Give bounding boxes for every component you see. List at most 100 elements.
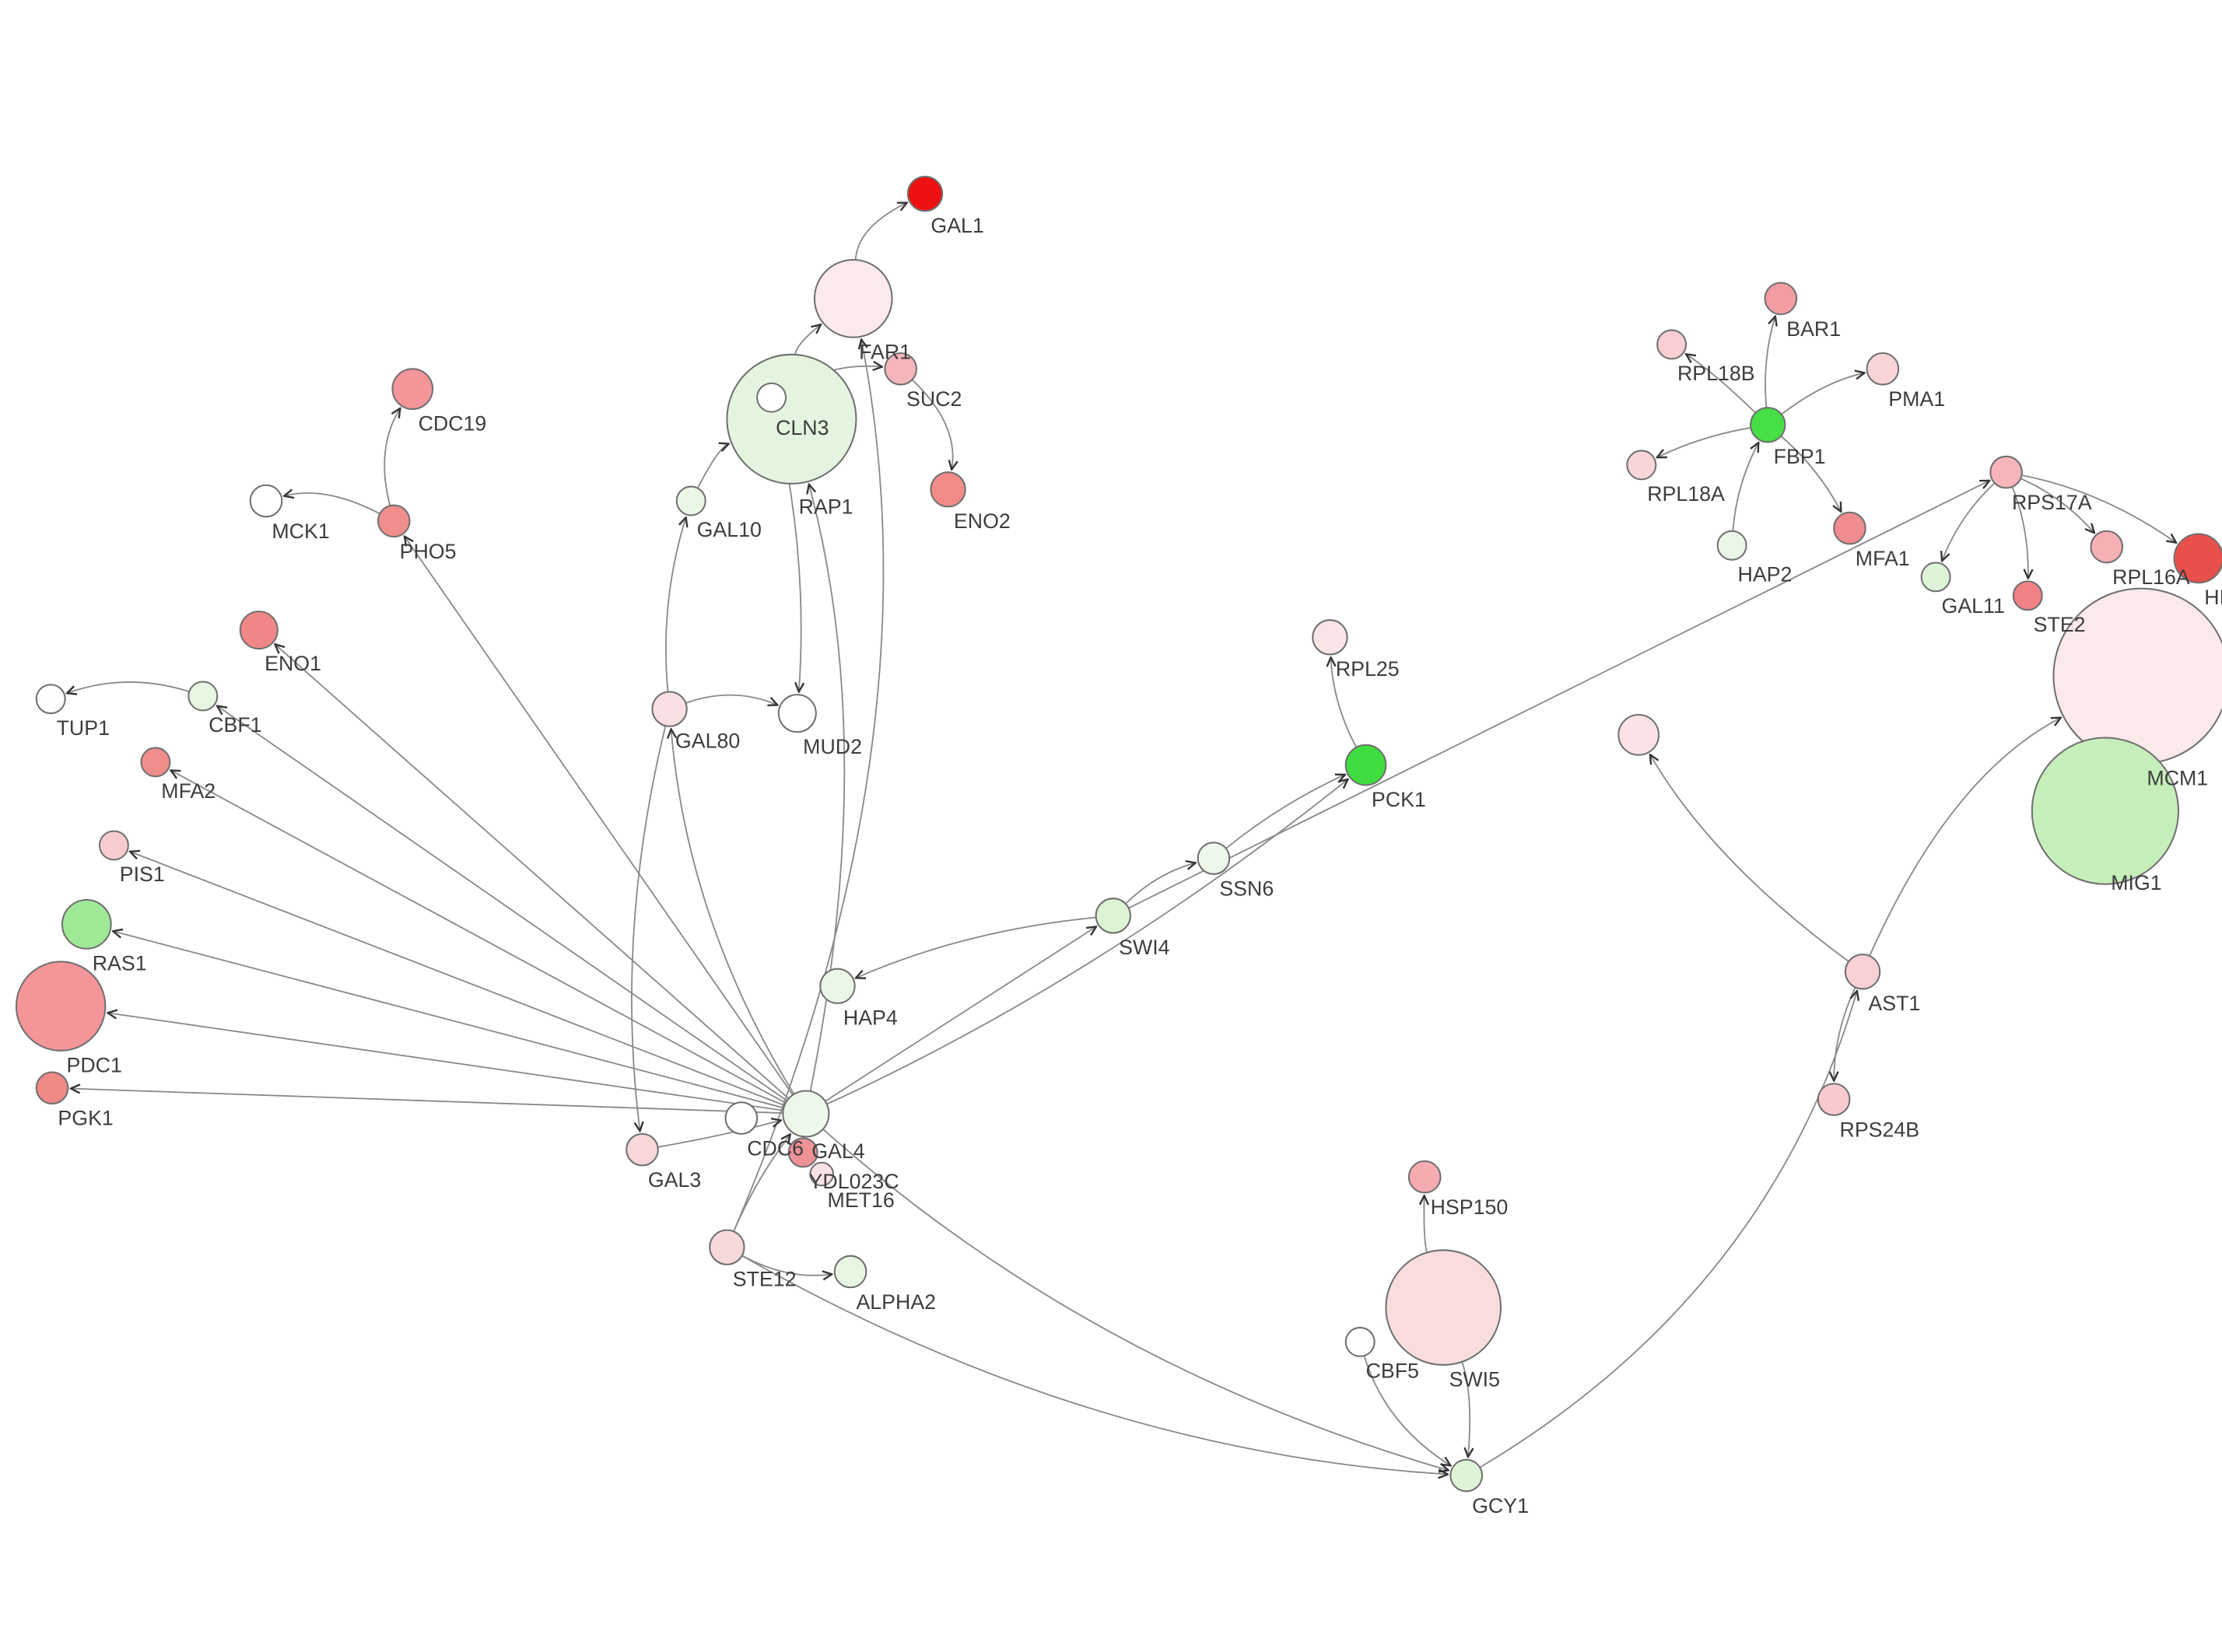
node-mud2[interactable] [777, 694, 817, 733]
node-swi4[interactable] [1095, 898, 1131, 934]
node-ast1[interactable] [1844, 954, 1881, 990]
node-suc2[interactable] [884, 352, 917, 386]
edge-ste12-gal4[interactable] [733, 1134, 790, 1232]
edge-gal3-gal4[interactable] [657, 1120, 780, 1148]
edge-fbp1-rpl18b[interactable] [1686, 354, 1757, 414]
edge-gal80-mud2[interactable] [685, 694, 777, 705]
edge-gal10-cln3[interactable] [696, 444, 729, 489]
node-hap4[interactable] [819, 968, 856, 1004]
node-unnamed[interactable] [1617, 713, 1660, 756]
node-cdc6[interactable] [724, 1101, 759, 1135]
node-pdc1[interactable] [15, 961, 107, 1052]
edge-gal4-pis1[interactable] [130, 852, 785, 1107]
edge-ast1-rps24b[interactable] [1834, 987, 1856, 1080]
edge-gal4-pdc1[interactable] [107, 1013, 783, 1111]
edge-ast1-mcm1[interactable] [1869, 718, 2061, 957]
node-his4[interactable] [2173, 533, 2222, 584]
edge-ste12-gcy1[interactable] [741, 1255, 1448, 1474]
edge-swi5-hsp150[interactable] [1424, 1195, 1427, 1253]
node-pho5[interactable] [377, 504, 411, 538]
node-gal10[interactable] [675, 485, 706, 516]
node-cbf1[interactable] [188, 681, 219, 712]
node-ydl023c[interactable] [787, 1137, 818, 1168]
edge-cbf5-gcy1[interactable] [1363, 1355, 1451, 1465]
edge-fbp1-mfa1[interactable] [1780, 435, 1841, 512]
node-swi5[interactable] [1385, 1249, 1502, 1366]
node-cln3[interactable] [726, 353, 857, 485]
edge-rps17a-ste2[interactable] [2011, 486, 2028, 579]
node-pis1[interactable] [98, 830, 129, 861]
node-eno2[interactable] [930, 471, 966, 508]
node-rps24b[interactable] [1817, 1083, 1851, 1116]
node-eno1[interactable] [239, 611, 279, 650]
edge-gal4-eno1[interactable] [275, 644, 790, 1100]
edge-pho5-cdc19[interactable] [384, 408, 400, 506]
edge-gal80-gal10[interactable] [664, 517, 686, 692]
node-cdc19[interactable] [391, 368, 434, 410]
node-gal3[interactable] [626, 1132, 659, 1167]
node-far1[interactable] [813, 258, 893, 338]
edge-suc2-eno2[interactable] [911, 379, 952, 470]
edge-rps17a-his4[interactable] [2021, 474, 2177, 543]
edge-gal4-pgk1[interactable] [71, 1089, 783, 1114]
node-rpl16a[interactable] [2090, 530, 2124, 564]
edge-ssn6-pck1[interactable] [1225, 775, 1345, 849]
node-gal80[interactable] [651, 691, 688, 727]
edge-gal4-pck1[interactable] [826, 779, 1348, 1105]
edge-gal4-swi4[interactable] [825, 926, 1096, 1102]
node-pgk1[interactable] [35, 1071, 69, 1105]
node-alpha2[interactable] [833, 1255, 867, 1289]
node-ste12[interactable] [709, 1229, 745, 1265]
edge-far1-gal1[interactable] [854, 203, 907, 261]
edge-swi4-rps17a[interactable] [1128, 481, 1989, 909]
edge-hap2-fbp1[interactable] [1732, 443, 1758, 531]
edge-swi4-hap4[interactable] [856, 916, 1096, 978]
node-ras1[interactable] [61, 899, 112, 950]
edge-pck1-rpl25[interactable] [1331, 657, 1358, 748]
edge-gal4-gal80[interactable] [671, 729, 795, 1095]
edge-gal4-ras1[interactable] [113, 931, 784, 1109]
edge-cln3-far1[interactable] [794, 324, 821, 355]
edge-fbp1-pma1[interactable] [1781, 373, 1865, 415]
node-tup1[interactable] [35, 684, 66, 715]
edge-gal4-mfa2[interactable] [170, 770, 787, 1104]
edge-gal4-gcy1[interactable] [822, 1129, 1449, 1471]
node-gal4[interactable] [782, 1090, 830, 1138]
node-gal1[interactable] [906, 175, 944, 212]
node-pma1[interactable] [1866, 352, 1900, 386]
node-met16[interactable] [809, 1161, 834, 1187]
edge-gal80-gal3[interactable] [631, 725, 667, 1131]
edge-cbf1-tup1[interactable] [67, 681, 190, 693]
node-rps17a[interactable] [1989, 455, 2023, 489]
node-rap1[interactable] [756, 382, 787, 413]
edge-rps17a-gal11[interactable] [1942, 482, 1996, 561]
edge-pho5-mck1[interactable] [284, 493, 380, 515]
node-mfa1[interactable] [1833, 511, 1866, 545]
edge-ste12-alpha2[interactable] [741, 1255, 832, 1276]
node-ssn6[interactable] [1197, 842, 1231, 875]
edge-gcy1-ast1[interactable] [1479, 991, 1857, 1468]
node-gal11[interactable] [1920, 562, 1951, 593]
node-rpl18a[interactable] [1626, 450, 1657, 481]
node-pck1[interactable] [1344, 744, 1387, 786]
node-fbp1[interactable] [1750, 407, 1786, 443]
node-hsp150[interactable] [1407, 1160, 1442, 1194]
node-bar1[interactable] [1764, 282, 1798, 316]
node-cbf5[interactable] [1344, 1326, 1376, 1357]
node-rpl18b[interactable] [1656, 329, 1688, 360]
edge-ast1-unnamed[interactable] [1650, 754, 1849, 962]
edge-gal4-cbf1[interactable] [217, 706, 788, 1101]
node-rpl25[interactable] [1312, 619, 1348, 656]
edge-fbp1-bar1[interactable] [1765, 317, 1775, 408]
node-mfa2[interactable] [140, 747, 171, 778]
edge-gal4-pho5[interactable] [405, 537, 794, 1096]
edge-swi5-gcy1[interactable] [1461, 1361, 1470, 1457]
node-hap2[interactable] [1716, 530, 1747, 561]
node-mig1[interactable] [2031, 737, 2180, 885]
node-mck1[interactable] [249, 484, 283, 518]
edge-fbp1-rpl18a[interactable] [1657, 427, 1751, 457]
node-ste2[interactable] [2012, 580, 2043, 611]
node-gcy1[interactable] [1449, 1458, 1484, 1493]
